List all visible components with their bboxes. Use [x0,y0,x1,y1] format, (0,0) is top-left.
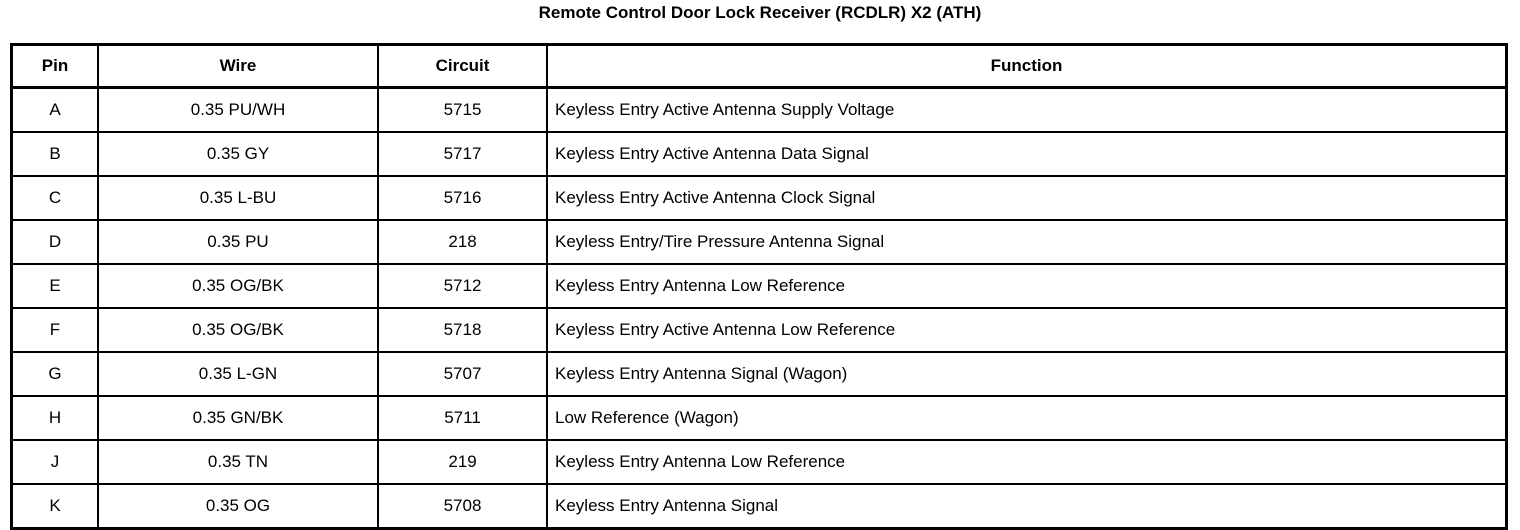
cell-wire: 0.35 OG [97,484,378,527]
column-header-circuit: Circuit [377,46,547,89]
cell-pin: G [13,352,98,397]
cell-wire: 0.35 L-GN [97,352,378,397]
cell-pin: C [13,176,98,221]
cell-pin: J [13,440,98,485]
cell-circuit: 5717 [377,132,547,177]
cell-circuit: 5716 [377,176,547,221]
cell-circuit: 5718 [377,308,547,353]
cell-circuit: 218 [377,220,547,265]
cell-wire: 0.35 OG/BK [97,308,378,353]
table-header: Pin Wire Circuit Function [13,46,1505,89]
cell-wire: 0.35 GY [97,132,378,177]
cell-pin: A [13,87,98,133]
cell-function: Keyless Entry Antenna Signal (Wagon) [546,352,1505,397]
column-header-pin: Pin [13,46,98,89]
table-header-row: Pin Wire Circuit Function [13,46,1505,89]
cell-circuit: 5707 [377,352,547,397]
cell-function: Keyless Entry Active Antenna Data Signal [546,132,1505,177]
column-header-wire: Wire [97,46,378,89]
cell-function: Low Reference (Wagon) [546,396,1505,441]
cell-pin: H [13,396,98,441]
cell-function: Keyless Entry Active Antenna Supply Volt… [546,87,1505,133]
cell-circuit: 5711 [377,396,547,441]
cell-circuit: 5715 [377,87,547,133]
page-title: Remote Control Door Lock Receiver (RCDLR… [538,3,982,22]
cell-wire: 0.35 L-BU [97,176,378,221]
cell-function: Keyless Entry Active Antenna Low Referen… [546,308,1505,353]
cell-pin: D [13,220,98,265]
cell-pin: K [49,496,61,515]
cell-wire: 0.35 TN [97,440,378,485]
cell-wire: 0.35 OG/BK [97,264,378,309]
cell-function: Keyless Entry Antenna Low Reference [546,264,1505,309]
cell-wire: 0.35 GN/BK [97,396,378,441]
page-root: Remote Control Door Lock Receiver (RCDLR… [10,3,1508,530]
cell-wire: 0.35 PU/WH [97,87,378,133]
cell-function: Keyless Entry Active Antenna Clock Signa… [546,176,1505,221]
cell-function: Keyless Entry Antenna Low Reference [546,440,1505,485]
cell-wire: 0.35 PU [97,220,378,265]
cell-pin: E [13,264,98,309]
cell-function: Keyless Entry Antenna Signal [546,484,1505,527]
cell-function: Keyless Entry/Tire Pressure Antenna Sign… [546,220,1505,265]
column-header-function: Function [546,46,1505,89]
cell-circuit: 5708 [377,484,547,527]
cell-pin: F [13,308,98,353]
cell-circuit: 219 [377,440,547,485]
cell-circuit: 5712 [377,264,547,309]
cell-pin: B [13,132,98,177]
